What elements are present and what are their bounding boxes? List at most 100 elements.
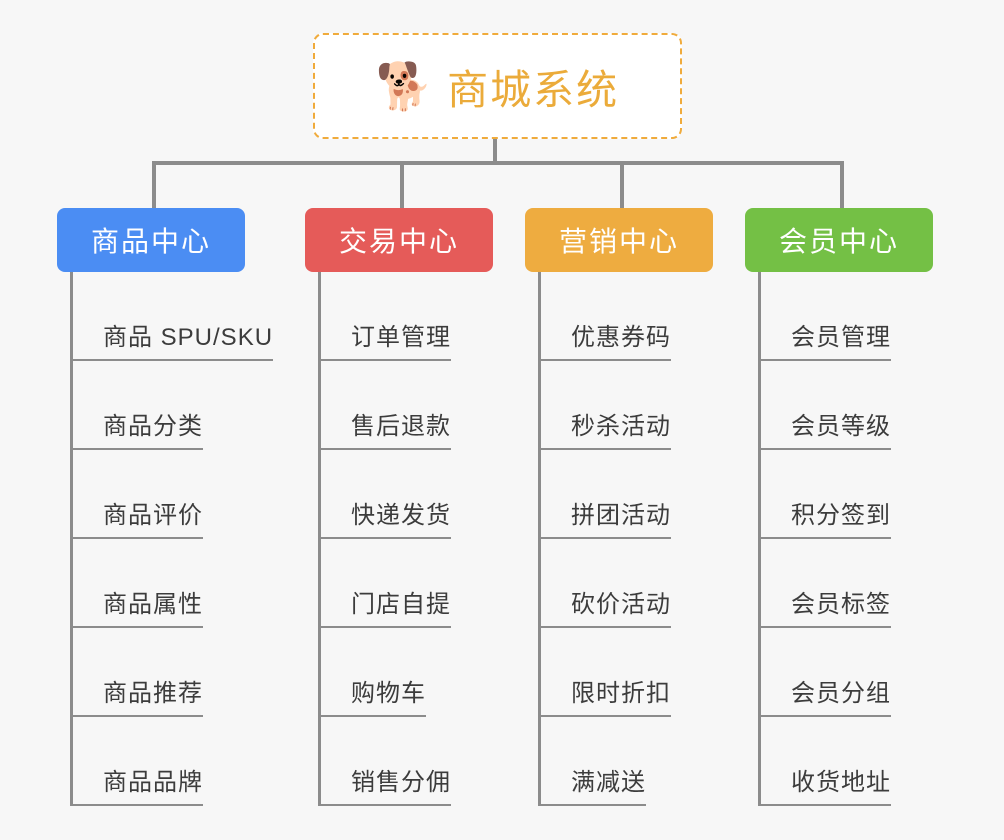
leaf-underline: 快递发货 [318,495,451,539]
column-product-center: 商品中心商品 SPU/SKU 商品分类商品评价商品属性商品推荐商品品牌 [57,208,274,806]
connector-spine-product-center [70,272,73,806]
connector-drop-trade-center [400,161,404,208]
leaf-underline: 订单管理 [318,317,451,361]
leaf-label: 快递发货 [351,502,451,529]
category-label: 商品中心 [90,226,211,257]
leaf-underline: 会员管理 [758,317,891,361]
dog-face-icon: 🐕 [375,60,434,112]
leaf-underline: 商品分类 [70,406,203,450]
connector-drop-member-center [840,161,844,208]
leaf-label: 商品推荐 [103,680,203,707]
leaf-label: 商品评价 [103,502,203,529]
leaf-item[interactable]: 优惠券码 [525,272,713,361]
leaf-underline: 商品品牌 [70,762,203,806]
root-node[interactable]: 🐕 商城系统 [313,33,682,139]
category-label: 交易中心 [338,226,459,257]
leaf-label: 会员分组 [791,680,891,707]
leaf-label: 秒杀活动 [571,413,671,440]
leaf-underline: 拼团活动 [538,495,671,539]
leaf-label: 商品属性 [103,591,203,618]
connector-drop-product-center [152,161,156,208]
leaf-item[interactable]: 商品品牌 [57,717,245,806]
leaf-label: 积分签到 [791,502,891,529]
category-label: 营销中心 [558,226,679,257]
leaf-underline: 商品 SPU/SKU [70,317,274,361]
leaf-item[interactable]: 会员标签 [745,539,933,628]
leaf-label: 门店自提 [351,591,451,618]
leaf-label: 砍价活动 [571,591,671,618]
leaf-list-trade-center: 订单管理售后退款快递发货门店自提购物车销售分佣 [305,272,493,806]
leaf-item[interactable]: 销售分佣 [305,717,493,806]
leaf-label: 会员管理 [791,324,891,351]
leaf-label: 商品 SPU/SKU [103,324,274,351]
leaf-underline: 商品属性 [70,584,203,628]
leaf-underline: 优惠券码 [538,317,671,361]
leaf-item[interactable]: 会员等级 [745,361,933,450]
leaf-underline: 积分签到 [758,495,891,539]
category-node-trade-center[interactable]: 交易中心 [305,208,493,272]
leaf-item[interactable]: 限时折扣 [525,628,713,717]
leaf-label: 拼团活动 [571,502,671,529]
leaf-item[interactable]: 满减送 [525,717,713,806]
leaf-item[interactable]: 订单管理 [305,272,493,361]
leaf-label: 售后退款 [351,413,451,440]
leaf-label: 商品品牌 [103,769,203,796]
leaf-list-member-center: 会员管理会员等级积分签到会员标签会员分组收货地址 [745,272,933,806]
leaf-item[interactable]: 秒杀活动 [525,361,713,450]
leaf-label: 销售分佣 [351,769,451,796]
leaf-item[interactable]: 砍价活动 [525,539,713,628]
leaf-item[interactable]: 积分签到 [745,450,933,539]
leaf-label: 订单管理 [351,324,451,351]
leaf-item[interactable]: 会员分组 [745,628,933,717]
connector-spine-member-center [758,272,761,806]
leaf-underline: 秒杀活动 [538,406,671,450]
leaf-label: 限时折扣 [571,680,671,707]
leaf-item[interactable]: 拼团活动 [525,450,713,539]
leaf-label: 会员标签 [791,591,891,618]
leaf-item[interactable]: 商品属性 [57,539,245,628]
leaf-label: 满减送 [571,769,646,796]
column-trade-center: 交易中心订单管理售后退款快递发货门店自提购物车销售分佣 [305,208,493,806]
category-label: 会员中心 [778,226,899,257]
leaf-list-marketing-center: 优惠券码秒杀活动拼团活动砍价活动限时折扣满减送 [525,272,713,806]
leaf-item[interactable]: 商品分类 [57,361,245,450]
leaf-underline: 满减送 [538,762,646,806]
category-node-member-center[interactable]: 会员中心 [745,208,933,272]
column-member-center: 会员中心会员管理会员等级积分签到会员标签会员分组收货地址 [745,208,933,806]
leaf-underline: 门店自提 [318,584,451,628]
leaf-underline: 购物车 [318,673,426,717]
leaf-underline: 收货地址 [758,762,891,806]
leaf-item[interactable]: 商品推荐 [57,628,245,717]
leaf-item[interactable]: 购物车 [305,628,493,717]
connector-drop-marketing-center [620,161,624,208]
leaf-item[interactable]: 会员管理 [745,272,933,361]
leaf-item[interactable]: 快递发货 [305,450,493,539]
leaf-underline: 砍价活动 [538,584,671,628]
leaf-underline: 会员标签 [758,584,891,628]
leaf-underline: 售后退款 [318,406,451,450]
leaf-item[interactable]: 门店自提 [305,539,493,628]
connector-root-stem [493,139,497,164]
column-marketing-center: 营销中心优惠券码秒杀活动拼团活动砍价活动限时折扣满减送 [525,208,713,806]
leaf-label: 优惠券码 [571,324,671,351]
leaf-underline: 限时折扣 [538,673,671,717]
leaf-label: 购物车 [351,680,426,707]
category-node-marketing-center[interactable]: 营销中心 [525,208,713,272]
leaf-label: 会员等级 [791,413,891,440]
category-node-product-center[interactable]: 商品中心 [57,208,245,272]
leaf-list-product-center: 商品 SPU/SKU 商品分类商品评价商品属性商品推荐商品品牌 [57,272,274,806]
leaf-underline: 会员分组 [758,673,891,717]
leaf-underline: 销售分佣 [318,762,451,806]
leaf-label: 收货地址 [791,769,891,796]
leaf-underline: 会员等级 [758,406,891,450]
leaf-item[interactable]: 商品 SPU/SKU [57,272,274,361]
leaf-item[interactable]: 收货地址 [745,717,933,806]
leaf-underline: 商品推荐 [70,673,203,717]
root-title: 商城系统 [447,67,620,113]
leaf-item[interactable]: 售后退款 [305,361,493,450]
leaf-underline: 商品评价 [70,495,203,539]
leaf-label: 商品分类 [103,413,203,440]
leaf-item[interactable]: 商品评价 [57,450,245,539]
connector-horizontal-bus [152,161,842,165]
